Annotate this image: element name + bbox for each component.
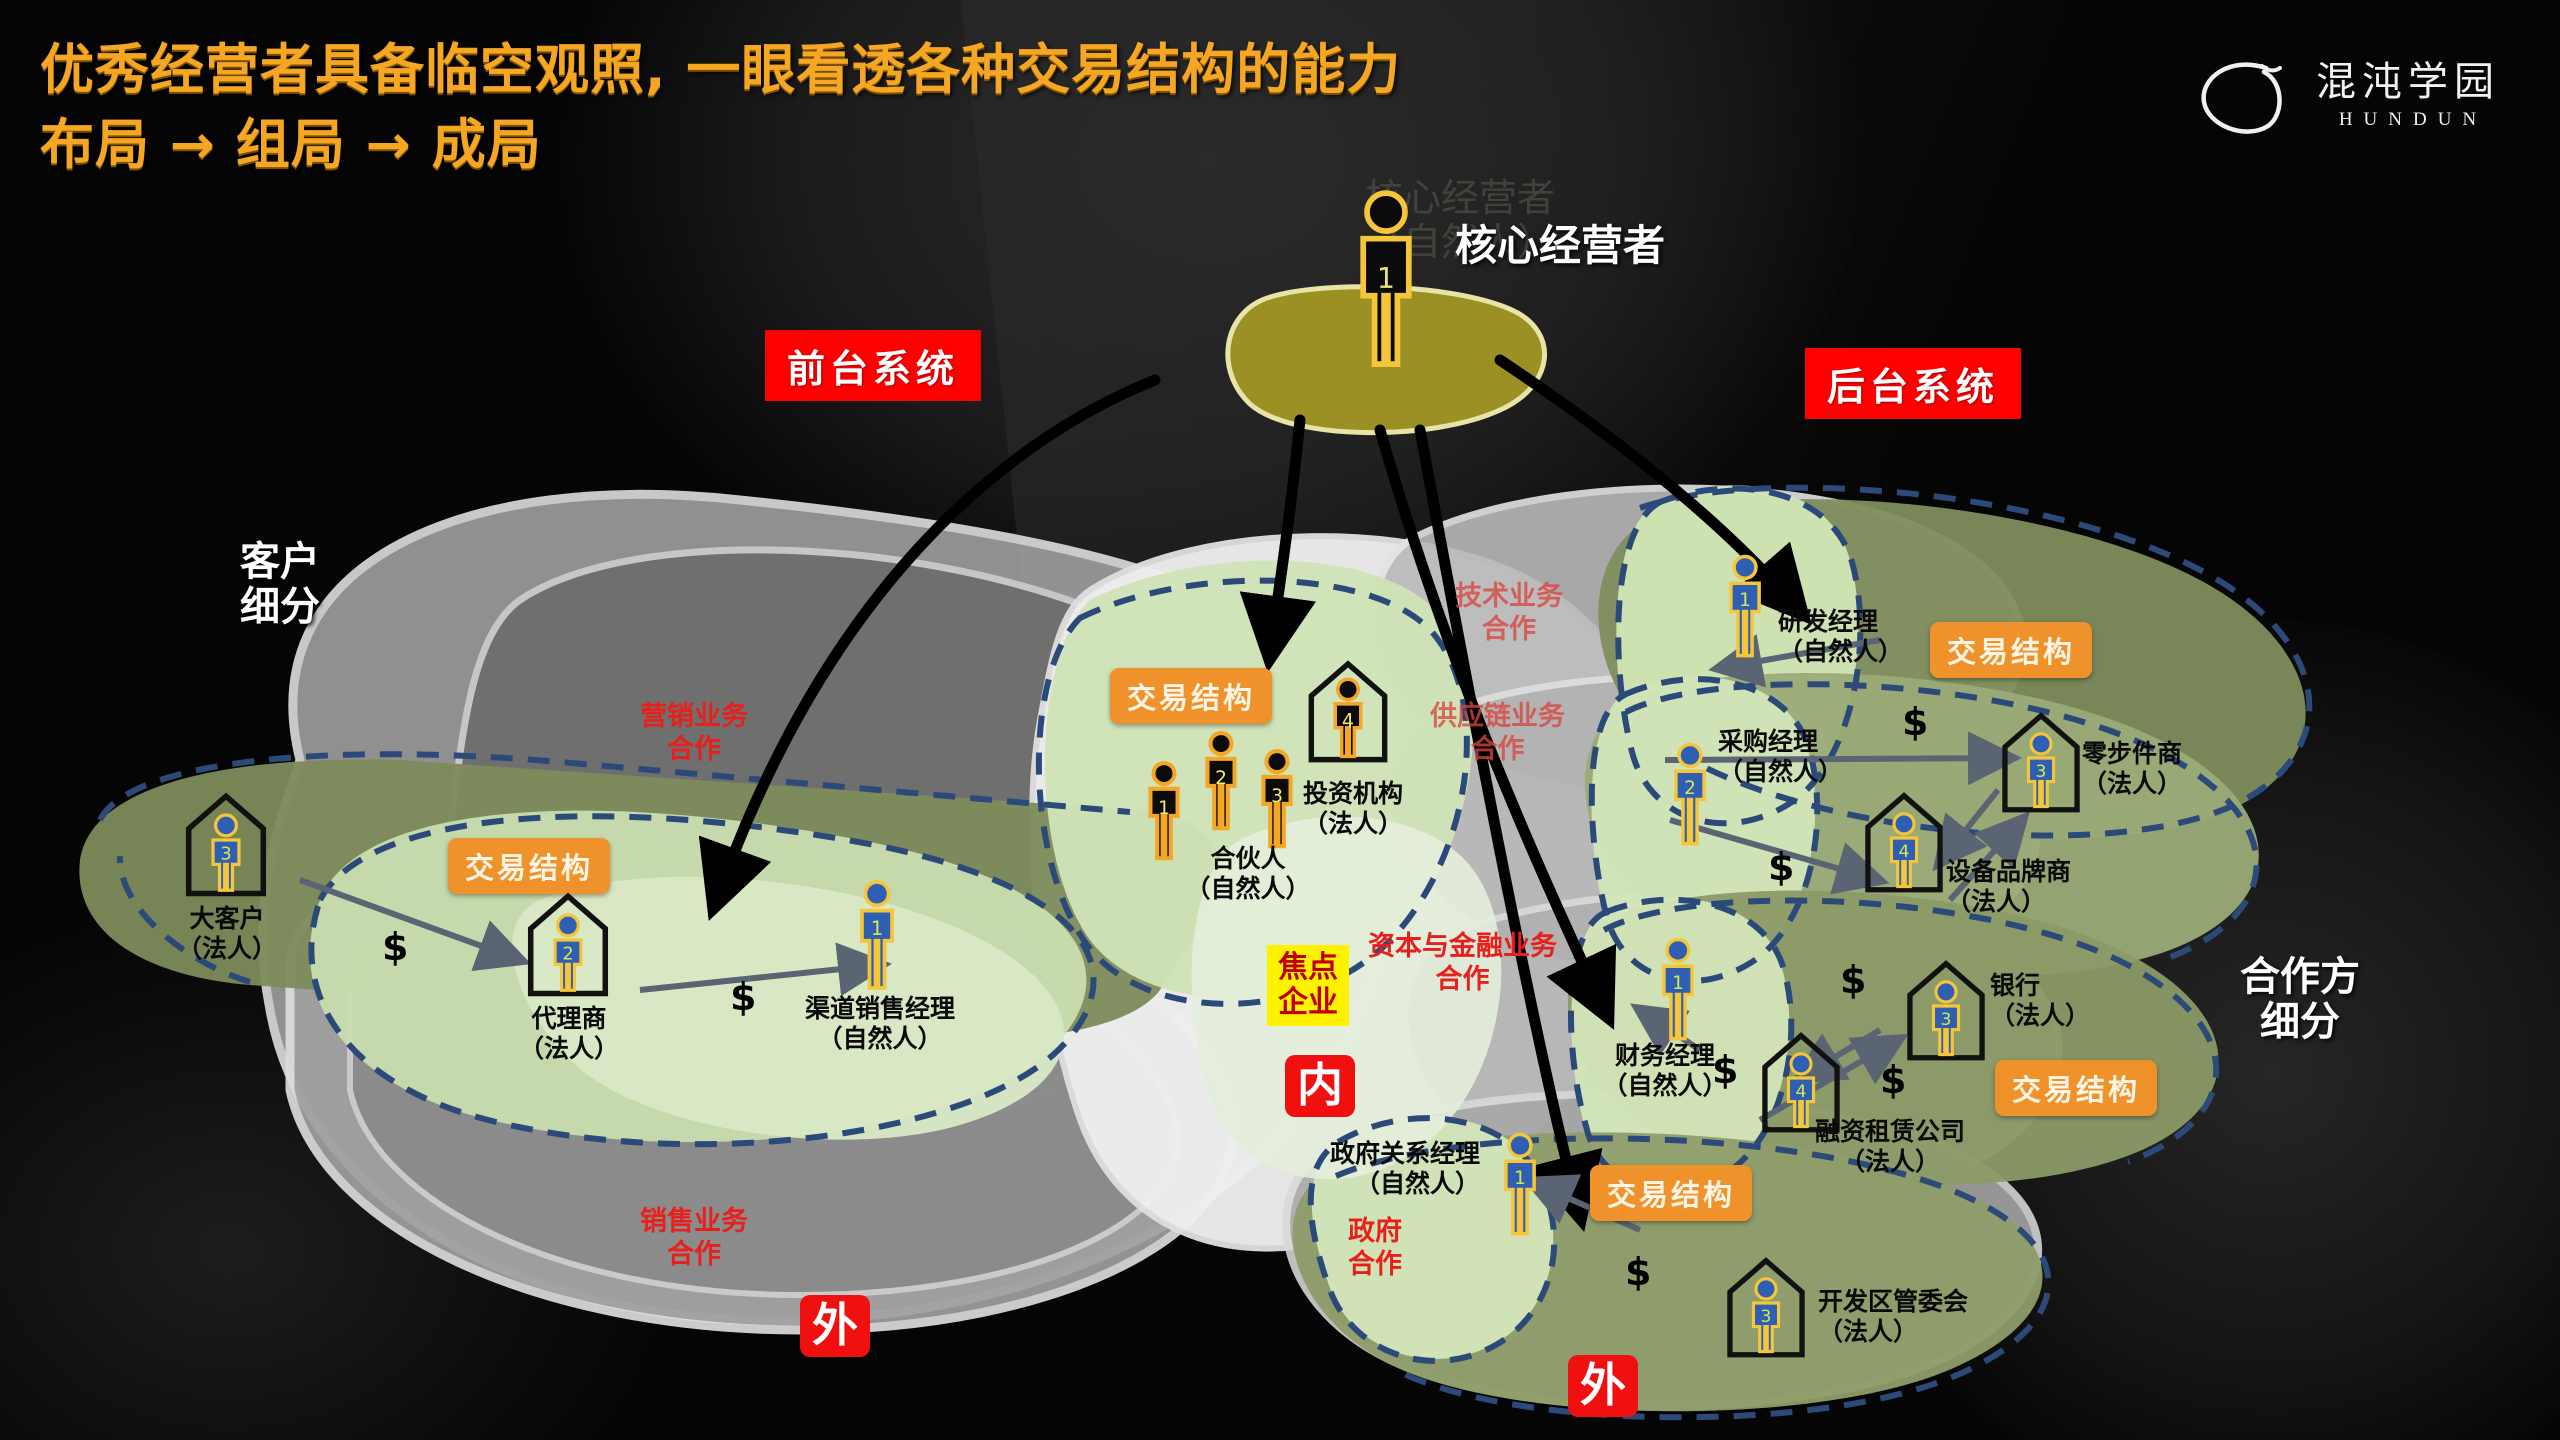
svg-text:1: 1 (871, 917, 884, 940)
core-operator-figure: 1 (1348, 188, 1424, 378)
page-title-line-2: 布局 → 组局 → 成局 (40, 113, 542, 176)
node-rd-manager-figure: 1 (1715, 552, 1775, 669)
area-government-business: 政府合作 (1348, 1216, 1402, 1279)
area-marketing-business: 营销业务合作 (640, 701, 748, 764)
core-directive-arrows (698, 354, 1812, 1232)
money-marker-8: $ (1625, 1250, 1652, 1294)
core-operator-label: 核心经营者 (1455, 221, 1666, 270)
node-partner-label: 合伙人（自然人） (1185, 846, 1311, 903)
chip-deal-finance: 交易结构 (1995, 1060, 2158, 1116)
node-investor-figure: 4 (1300, 648, 1396, 771)
badge-outside-right: 外 (1568, 1355, 1638, 1417)
svg-text:1: 1 (1514, 1168, 1526, 1189)
money-marker-7: $ (1880, 1058, 1907, 1102)
badge-inside: 内 (1285, 1055, 1355, 1117)
money-marker-6: $ (1712, 1048, 1739, 1092)
node-investor-label: 投资机构（法人） (1302, 781, 1403, 838)
chip-deal-government: 交易结构 (1590, 1165, 1753, 1221)
node-leasing-company-label: 融资租赁公司（法人） (1814, 1119, 1965, 1176)
svg-text:3: 3 (2036, 762, 2047, 782)
node-gov-manager-label: 政府关系经理（自然人） (1329, 1141, 1480, 1198)
area-capital-business: 资本与金融业务合作 (1368, 931, 1557, 994)
svg-text:3: 3 (1271, 786, 1283, 807)
svg-text:3: 3 (1941, 1010, 1952, 1030)
area-tech-business: 技术业务合作 (1455, 581, 1563, 644)
section-partner-segmentation: 合作方细分 (2240, 954, 2360, 1045)
node-rd-manager-label: 研发经理（自然人） (1778, 609, 1904, 666)
node-agent-figure: 2 (520, 880, 616, 1005)
brand-name-cn: 混沌学园 (2316, 59, 2500, 104)
node-purchase-manager-figure: 2 (1660, 740, 1720, 857)
node-big-customer-label: 大客户（法人） (176, 906, 277, 963)
brand-text: 混沌学园 HUNDUN (2316, 61, 2500, 131)
svg-text:2: 2 (1684, 778, 1696, 799)
node-partner-1-figure: 1 (1135, 760, 1193, 870)
chip-deal-partner: 交易结构 (1110, 668, 1273, 724)
area-supplychain-business: 供应链业务合作 (1430, 701, 1565, 764)
node-dev-zone-admin-label: 开发区管委会（法人） (1818, 1289, 1969, 1346)
svg-text:1: 1 (1158, 798, 1170, 819)
node-partner-2-figure: 2 (1192, 730, 1250, 840)
money-marker-1: $ (382, 925, 409, 969)
node-channel-sales-figure: 1 (845, 878, 909, 1001)
node-dev-zone-admin-figure: 3 (1720, 1245, 1812, 1366)
badge-outside-left: 外 (800, 1295, 870, 1357)
tag-back-office: 后台系统 (1805, 348, 2022, 419)
circle-sketch-logo-icon (2194, 48, 2290, 144)
node-channel-sales-label: 渠道销售经理（自然人） (804, 996, 955, 1053)
node-equipment-brand-figure: 4 (1858, 780, 1950, 901)
money-marker-5: $ (1840, 958, 1867, 1002)
svg-text:1: 1 (1377, 262, 1395, 295)
svg-text:3: 3 (220, 843, 231, 864)
node-bank-label: 银行（法人） (1990, 973, 2091, 1030)
node-parts-supplier-figure: 3 (1995, 700, 2087, 821)
brand-logo: 混沌学园 HUNDUN (2194, 48, 2500, 144)
money-marker-4: $ (1768, 845, 1795, 889)
chip-deal-marketing: 交易结构 (448, 838, 611, 894)
node-parts-supplier-label: 零步件商（法人） (2082, 741, 2183, 798)
node-big-customer-figure: 3 (178, 780, 274, 905)
node-partner-3-figure: 3 (1248, 748, 1306, 858)
svg-text:3: 3 (1761, 1307, 1772, 1327)
node-gov-manager-figure: 1 (1490, 1130, 1550, 1247)
brand-name-en: HUNDUN (2338, 109, 2488, 130)
svg-text:2: 2 (1215, 768, 1227, 789)
area-sales-business: 销售业务合作 (640, 1206, 748, 1269)
node-finance-manager-figure: 1 (1648, 935, 1708, 1052)
node-leasing-company-figure: 4 (1755, 1020, 1847, 1141)
svg-text:4: 4 (1796, 1082, 1807, 1102)
slide-header: 优秀经营者具备临空观照, 一眼看透各种交易结构的能力 布局 → 组局 → 成局 … (0, 0, 2560, 200)
node-agent-label: 代理商（法人） (518, 1006, 619, 1063)
svg-text:4: 4 (1899, 842, 1910, 862)
section-customer-segmentation: 客户细分 (240, 539, 320, 630)
focus-enterprise-badge: 焦点企业 (1267, 945, 1349, 1026)
tag-front-office: 前台系统 (765, 330, 982, 401)
svg-text:1: 1 (1739, 590, 1751, 611)
svg-text:1: 1 (1672, 973, 1684, 994)
svg-text:4: 4 (1342, 710, 1354, 733)
svg-text:2: 2 (562, 943, 573, 964)
node-purchase-manager-label: 采购经理（自然人） (1718, 729, 1844, 786)
node-bank-figure: 3 (1900, 948, 1992, 1069)
node-equipment-brand-label: 设备品牌商（法人） (1946, 859, 2072, 916)
node-finance-manager-label: 财务经理（自然人） (1602, 1043, 1728, 1100)
page-title-line-1: 优秀经营者具备临空观照, 一眼看透各种交易结构的能力 (40, 38, 1402, 101)
chip-deal-supply: 交易结构 (1930, 622, 2093, 678)
money-marker-2: $ (730, 975, 757, 1019)
money-marker-3: $ (1902, 700, 1929, 744)
